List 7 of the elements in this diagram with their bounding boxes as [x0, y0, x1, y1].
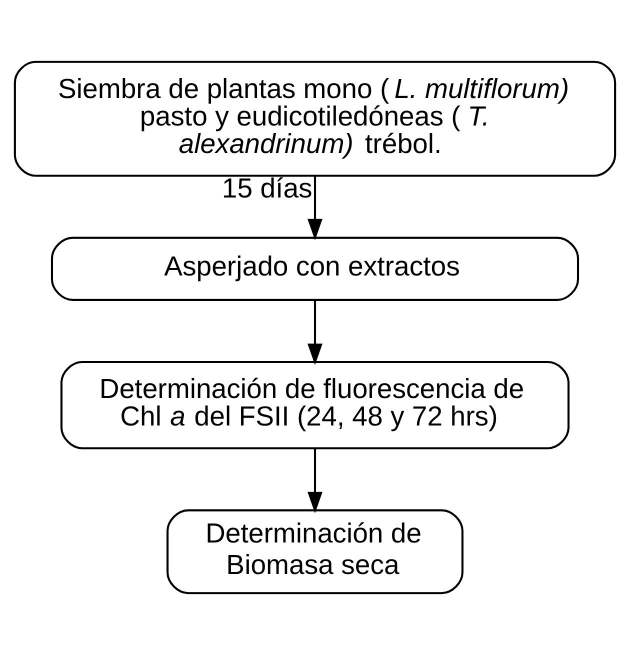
node-box: Asperjado con extractos — [50, 236, 580, 301]
arrow — [308, 176, 322, 240]
arrow — [308, 448, 322, 514]
node-box: Determinación de fluorescencia de Chl a del FSII (24, 48 y 72 hrs) — [60, 360, 570, 450]
node-box: Siembra de plantas mono (L. multiflorum) pasto y eudicotiledóneas (T. alexandrinum) trébol. — [14, 60, 616, 177]
arrow — [308, 300, 322, 366]
node-box: Determinación de Biomasa seca — [166, 509, 464, 594]
